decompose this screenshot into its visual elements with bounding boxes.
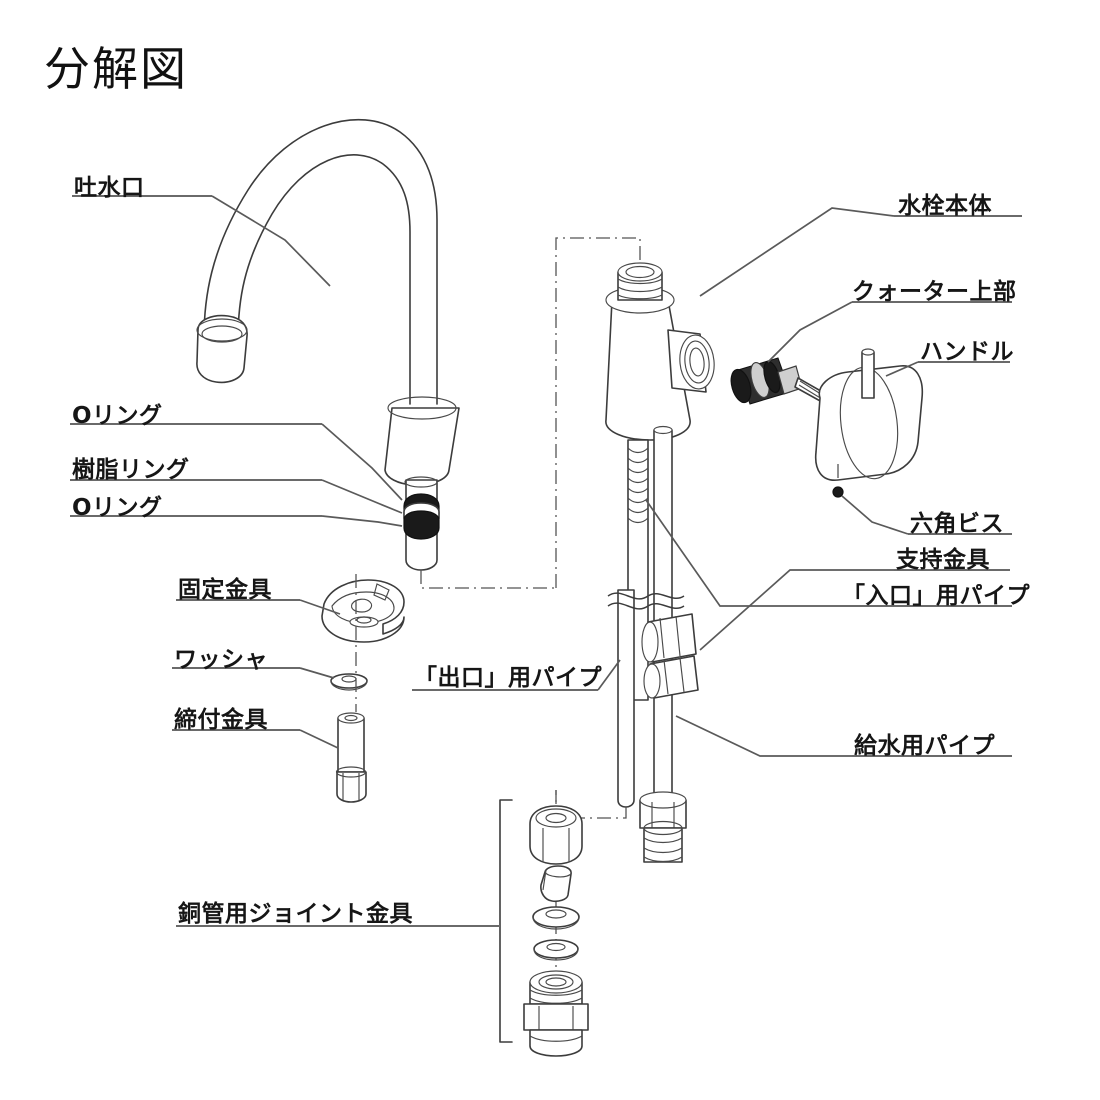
label-quarter-upper: クォーター上部 bbox=[852, 279, 1017, 305]
construction-axis-joint bbox=[555, 790, 627, 819]
label-inlet-pipe: 「入口」用パイプ bbox=[842, 583, 1030, 609]
fixing-bracket-part bbox=[321, 579, 405, 643]
handle-part bbox=[814, 348, 924, 481]
copper-joint-assembly bbox=[499, 799, 589, 1057]
label-fixing-bracket: 固定金具 bbox=[178, 577, 272, 603]
label-oring-lower: Oリング bbox=[72, 495, 163, 521]
construction-axis-spout bbox=[420, 570, 556, 589]
faucet-body-part bbox=[605, 262, 715, 441]
washer-part bbox=[330, 673, 368, 691]
leader-lines bbox=[70, 194, 1022, 928]
page-title: 分解図 bbox=[44, 42, 188, 96]
clamp-fitting-part bbox=[335, 712, 367, 803]
spout-part bbox=[196, 119, 438, 405]
label-spout: 吐水口 bbox=[74, 175, 145, 201]
label-outlet-pipe: 「出口」用パイプ bbox=[414, 665, 602, 691]
label-oring-upper: Oリング bbox=[72, 403, 163, 429]
label-resin-ring: 樹脂リング bbox=[72, 457, 190, 483]
construction-axis-outlet bbox=[555, 237, 641, 588]
label-clamp-fitting: 締付金具 bbox=[174, 707, 268, 733]
label-copper-joint: 銅管用ジョイント金具 bbox=[178, 901, 413, 927]
label-washer: ワッシャ bbox=[174, 647, 268, 673]
label-support-bracket: 支持金具 bbox=[896, 547, 990, 573]
oring-lower-part bbox=[403, 510, 440, 540]
quarter-cartridge-part bbox=[730, 357, 827, 405]
support-bracket-part bbox=[641, 613, 699, 699]
label-hex-screw: 六角ビス bbox=[910, 511, 1004, 537]
label-handle: ハンドル bbox=[920, 339, 1014, 365]
hex-screw-part bbox=[832, 462, 844, 498]
label-supply-pipe: 給水用パイプ bbox=[854, 733, 995, 759]
spout-base-assembly bbox=[384, 396, 460, 571]
label-faucet-body: 水栓本体 bbox=[898, 193, 992, 219]
pipes-assembly bbox=[607, 425, 699, 863]
